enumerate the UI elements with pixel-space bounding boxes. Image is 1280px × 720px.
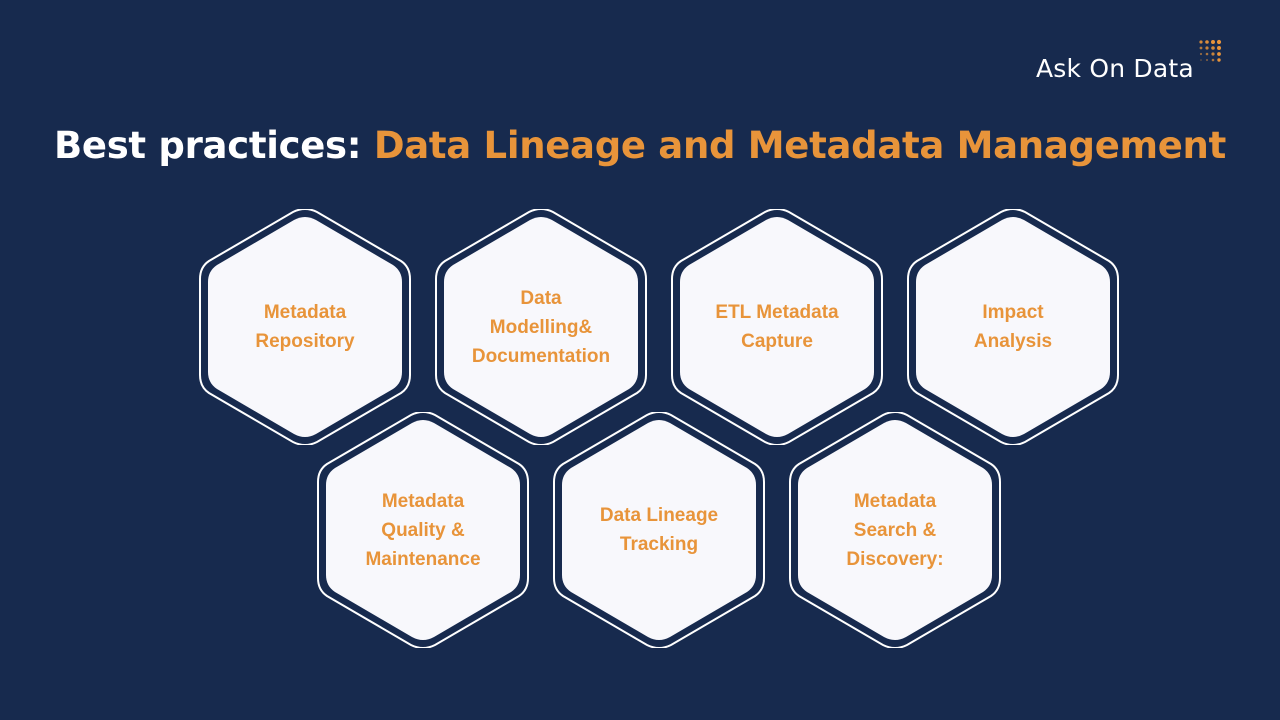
page-title: Best practices: Data Lineage and Metadat…: [0, 124, 1280, 167]
hexagon-shape: [553, 412, 765, 648]
practice-label: Impact Analysis: [973, 302, 1053, 352]
hexagon-shape: [907, 209, 1119, 445]
brand-name: Ask On Data: [1036, 54, 1194, 83]
practice-data-modelling-documentation: Data Modelling& Documentation: [434, 209, 648, 445]
title-lead: Best practices:: [54, 124, 374, 167]
practice-label: Metadata Repository: [255, 302, 355, 352]
practice-metadata-search-discovery: Metadata Search & Discovery:: [788, 412, 1002, 648]
hexagon-shape: [789, 412, 1001, 648]
practice-label: Data Lineage Tracking: [599, 505, 719, 555]
title-accent: Data Lineage and Metadata Management: [373, 124, 1226, 167]
practice-etl-metadata-capture: ETL Metadata Capture: [670, 209, 884, 445]
hexagon-shape: [435, 209, 647, 445]
dot-grid-icon: [1199, 39, 1222, 62]
practice-metadata-quality-maintenance: Metadata Quality & Maintenance: [316, 412, 530, 648]
practice-impact-analysis: Impact Analysis: [906, 209, 1120, 445]
practice-label: Metadata Quality & Maintenance: [365, 490, 481, 570]
practice-label: ETL Metadata Capture: [715, 302, 839, 352]
practice-label: Data Modelling& Documentation: [471, 287, 611, 367]
practice-label: Metadata Search & Discovery:: [846, 490, 944, 570]
hexagon-shape: [317, 412, 529, 648]
practice-data-lineage-tracking: Data Lineage Tracking: [552, 412, 766, 648]
hexagon-shape: [199, 209, 411, 445]
practice-metadata-repository: Metadata Repository: [198, 209, 412, 445]
hexagon-shape: [671, 209, 883, 445]
